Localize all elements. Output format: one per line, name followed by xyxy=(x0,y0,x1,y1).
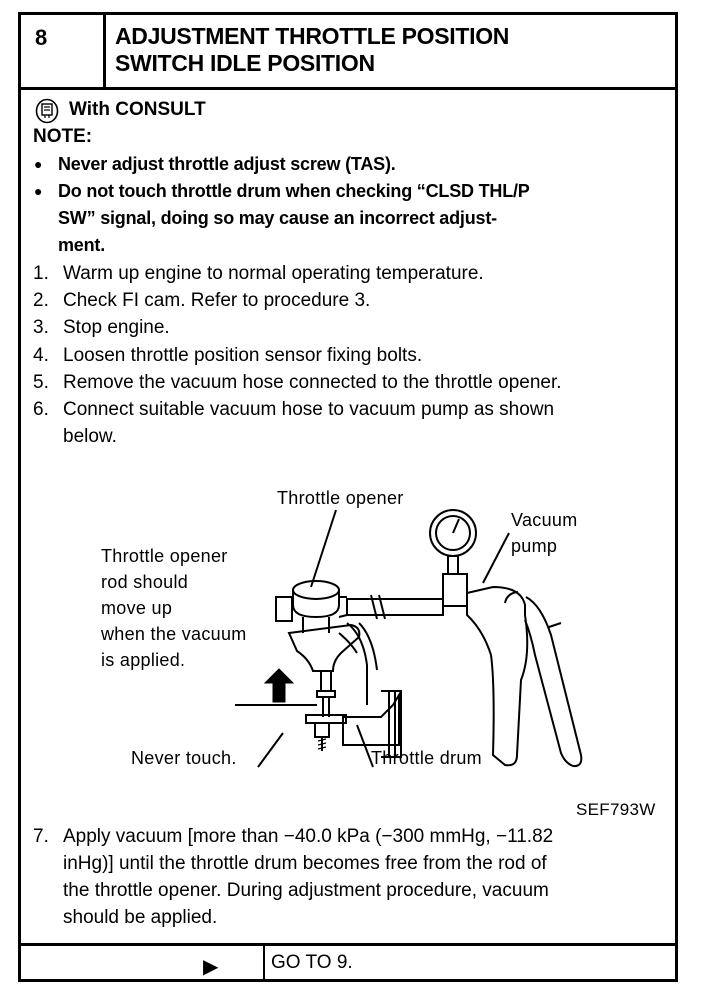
bullet-line: ment. xyxy=(58,235,106,255)
label-vacuum-pump-2: pump xyxy=(511,536,558,556)
step-item-2: 2. Check FI cam. Refer to procedure 3. xyxy=(33,287,371,314)
rod-note-line: is applied. xyxy=(101,650,186,670)
bullet-line: SW” signal, doing so may cause an incorr… xyxy=(58,208,497,228)
note-label: NOTE: xyxy=(33,126,93,147)
step-item-7: 7. Apply vacuum [more than −40.0 kPa (−3… xyxy=(33,823,554,931)
step-item-4: 4. Loosen throttle position sensor fixin… xyxy=(33,342,423,369)
step-item-text: the throttle opener. During adjustment p… xyxy=(63,880,549,901)
consult-icon xyxy=(35,98,59,124)
label-throttle-drum: Throttle drum xyxy=(371,748,482,768)
step-header: 8 ADJUSTMENT THROTTLE POSITION SWITCH ID… xyxy=(21,15,675,90)
rod-note-line: Throttle opener xyxy=(101,546,228,566)
step-item-number: 3. xyxy=(33,317,49,338)
rod-note-line: move up xyxy=(101,598,173,618)
title-line-1: ADJUSTMENT THROTTLE POSITION xyxy=(115,23,510,49)
step-item-number: 6. xyxy=(33,399,49,420)
bullet-line: Do not touch throttle drum when checking… xyxy=(58,181,530,201)
rod-note: Throttle opener rod should move up when … xyxy=(101,543,247,673)
bullet-dot-icon: ● xyxy=(34,156,43,172)
step-item-text: Warm up engine to normal operating tempe… xyxy=(63,263,484,284)
rod-note-line: when the vacuum xyxy=(101,624,247,644)
footer-row: ▶ GO TO 9. xyxy=(21,943,675,982)
consult-label: With CONSULT xyxy=(69,99,206,120)
label-throttle-opener: Throttle opener xyxy=(277,488,404,508)
step-item-5: 5. Remove the vacuum hose connected to t… xyxy=(33,369,562,396)
step-number: 8 xyxy=(35,25,48,50)
step-item-number: 4. xyxy=(33,345,49,366)
page-title: ADJUSTMENT THROTTLE POSITION SWITCH IDLE… xyxy=(115,23,509,77)
step-item-text: Remove the vacuum hose connected to the … xyxy=(63,372,562,393)
header-divider xyxy=(103,15,106,87)
step-item-text: Stop engine. xyxy=(63,317,170,338)
step-item-text: Connect suitable vacuum hose to vacuum p… xyxy=(63,399,555,420)
procedure-box: 8 ADJUSTMENT THROTTLE POSITION SWITCH ID… xyxy=(18,12,678,982)
next-arrow-icon: ▶ xyxy=(203,956,219,978)
step-item-text: Apply vacuum [more than −40.0 kPa (−300 … xyxy=(63,826,554,847)
rod-note-line: rod should xyxy=(101,572,189,592)
note-bullet-2: ● Do not touch throttle drum when checki… xyxy=(34,178,530,259)
bullet-dot-icon: ● xyxy=(34,183,43,199)
note-bullet-1: ● Never adjust throttle adjust screw (TA… xyxy=(34,151,396,178)
footer-divider xyxy=(263,946,265,982)
step-item-1: 1. Warm up engine to normal operating te… xyxy=(33,260,484,287)
step-item-number: 2. xyxy=(33,290,49,311)
label-vacuum-pump-1: Vacuum xyxy=(511,510,578,530)
goto-link[interactable]: GO TO 9. xyxy=(271,952,353,973)
label-never-touch: Never touch. xyxy=(131,748,237,768)
step-item-text: inHg)] until the throttle drum becomes f… xyxy=(63,853,547,874)
step-item-6: 6. Connect suitable vacuum hose to vacuu… xyxy=(33,396,555,450)
step-item-number: 5. xyxy=(33,372,49,393)
step-item-text: should be applied. xyxy=(63,907,218,928)
title-line-2: SWITCH IDLE POSITION xyxy=(115,50,375,76)
step-item-text: Check FI cam. Refer to procedure 3. xyxy=(63,290,371,311)
figure-code: SEF793W xyxy=(576,800,656,819)
bullet-line: Never adjust throttle adjust screw (TAS)… xyxy=(58,154,396,174)
step-item-number: 1. xyxy=(33,263,49,284)
step-item-text: below. xyxy=(63,426,117,447)
step-item-number: 7. xyxy=(33,826,49,847)
throttle-opener-diagram xyxy=(235,509,583,768)
step-item-text: Loosen throttle position sensor fixing b… xyxy=(63,345,423,366)
step-item-3: 3. Stop engine. xyxy=(33,314,170,341)
